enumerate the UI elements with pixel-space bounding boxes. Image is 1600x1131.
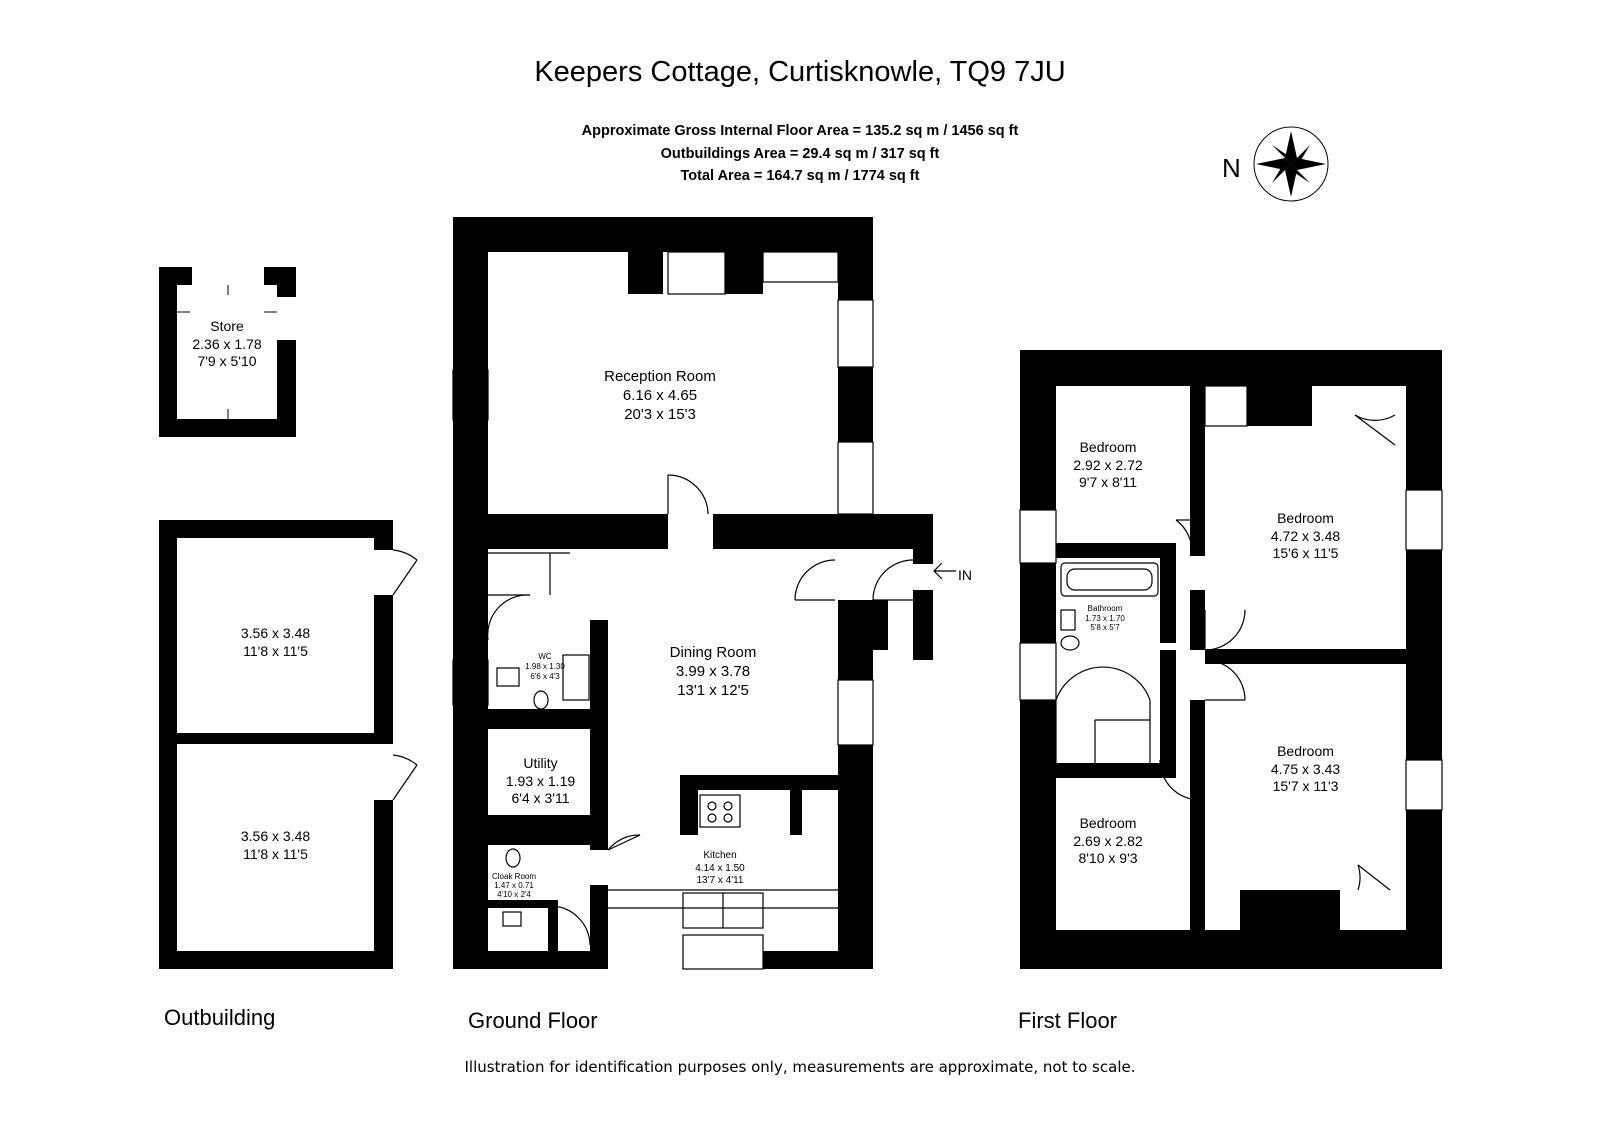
room-kitchen: Kitchen 4.14 x 1.50 13'7 x 4'11 — [660, 850, 780, 888]
room-imperial: 8'10 x 9'3 — [1078, 850, 1138, 866]
room-metric: 2.36 x 1.78 — [192, 335, 262, 352]
room-imperial: 13'7 x 4'11 — [696, 875, 744, 886]
room-metric: 1.98 x 1.30 — [525, 662, 565, 671]
room-imperial: 13'1 x 12'5 — [677, 681, 749, 699]
room-imperial: 9'7 x 8'11 — [1078, 474, 1138, 490]
room-metric: 4.14 x 1.50 — [695, 862, 745, 874]
total-area: Total Area = 164.7 sq m / 1774 sq ft — [680, 168, 920, 184]
room-bathroom: Bathroom 1.73 x 1.70 5'8 x 5'7 — [1075, 604, 1135, 633]
room-imperial: 7'9 x 5'10 — [197, 353, 257, 369]
floor-label-first: First Floor — [1018, 1008, 1117, 1033]
room-outbuilding-1: 3.56 x 3.48 11'8 x 11'5 — [177, 625, 374, 660]
room-name: Bedroom — [1277, 743, 1334, 759]
room-metric: 6.16 x 4.65 — [622, 386, 698, 404]
disclaimer: Illustration for identification purposes… — [464, 1058, 1136, 1076]
room-bedroom-1: Bedroom 2.92 x 2.72 9'7 x 8'11 — [1056, 439, 1160, 492]
room-metric: 2.69 x 2.82 — [1073, 832, 1143, 849]
floor-label-ground: Ground Floor — [468, 1008, 598, 1033]
room-metric: 1.47 x 0.71 — [494, 880, 534, 890]
room-name: Bathroom — [1087, 604, 1123, 613]
compass-rose-icon — [1253, 126, 1329, 202]
room-utility: Utility 1.93 x 1.19 6'4 x 3'11 — [488, 755, 593, 808]
room-imperial: 15'7 x 11'3 — [1272, 778, 1339, 794]
room-bedroom-4: Bedroom 2.69 x 2.82 8'10 x 9'3 — [1056, 815, 1160, 868]
room-cloak: Cloak Room 1.47 x 0.71 4'10 x 2'4 — [484, 872, 544, 899]
entrance-arrow-icon — [933, 562, 956, 580]
page-title: Keepers Cottage, Curtisknowle, TQ9 7JU — [534, 56, 1066, 88]
room-metric: 1.93 x 1.19 — [505, 772, 576, 789]
outbuildings-area: Outbuildings Area = 29.4 sq m / 317 sq f… — [660, 146, 940, 162]
room-imperial: 20'3 x 15'3 — [624, 405, 696, 423]
room-imperial: 6'4 x 3'11 — [511, 790, 570, 806]
room-dining: Dining Room 3.99 x 3.78 13'1 x 12'5 — [613, 644, 813, 700]
entrance-label: IN — [958, 567, 972, 583]
room-name: Cloak Room — [491, 872, 536, 881]
room-metric: 3.56 x 3.48 — [240, 625, 311, 641]
room-store: Store 2.36 x 1.78 7'9 x 5'10 — [177, 318, 277, 371]
room-imperial: 11'8 x 11'5 — [243, 845, 308, 862]
room-name: Kitchen — [703, 850, 737, 861]
room-metric: 4.72 x 3.48 — [1270, 527, 1341, 544]
room-name: Utility — [523, 755, 558, 771]
compass-north-label: N — [1222, 153, 1241, 183]
room-name: Reception Room — [604, 368, 716, 385]
room-name: Store — [210, 318, 244, 334]
room-metric: 2.92 x 2.72 — [1073, 456, 1143, 473]
room-name: WC — [538, 652, 552, 661]
room-metric: 1.73 x 1.70 — [1085, 613, 1125, 623]
gross-internal-area: Approximate Gross Internal Floor Area = … — [581, 123, 1019, 139]
room-name: Bedroom — [1079, 439, 1137, 455]
room-name: Dining Room — [669, 644, 757, 661]
room-name: Bedroom — [1277, 510, 1334, 526]
room-metric: 4.75 x 3.43 — [1270, 760, 1341, 777]
room-outbuilding-2: 3.56 x 3.48 11'8 x 11'5 — [177, 828, 374, 863]
room-metric: 3.99 x 3.78 — [675, 662, 751, 680]
room-imperial: 6'6 x 4'3 — [530, 672, 560, 681]
room-imperial: 11'8 x 11'5 — [243, 642, 308, 659]
room-imperial: 5'8 x 5'7 — [1090, 623, 1120, 633]
room-name: Bedroom — [1079, 815, 1137, 831]
floor-label-outbuilding: Outbuilding — [164, 1005, 276, 1030]
room-bedroom-2: Bedroom 4.72 x 3.48 15'6 x 11'5 — [1205, 510, 1406, 563]
room-wc: WC 1.98 x 1.30 6'6 x 4'3 — [500, 652, 590, 682]
room-imperial: 4'10 x 2'4 — [497, 889, 531, 899]
room-imperial: 15'6 x 11'5 — [1272, 545, 1339, 561]
room-metric: 3.56 x 3.48 — [240, 828, 311, 844]
room-reception: Reception Room 6.16 x 4.65 20'3 x 15'3 — [560, 368, 760, 424]
room-bedroom-3: Bedroom 4.75 x 3.43 15'7 x 11'3 — [1205, 743, 1406, 796]
